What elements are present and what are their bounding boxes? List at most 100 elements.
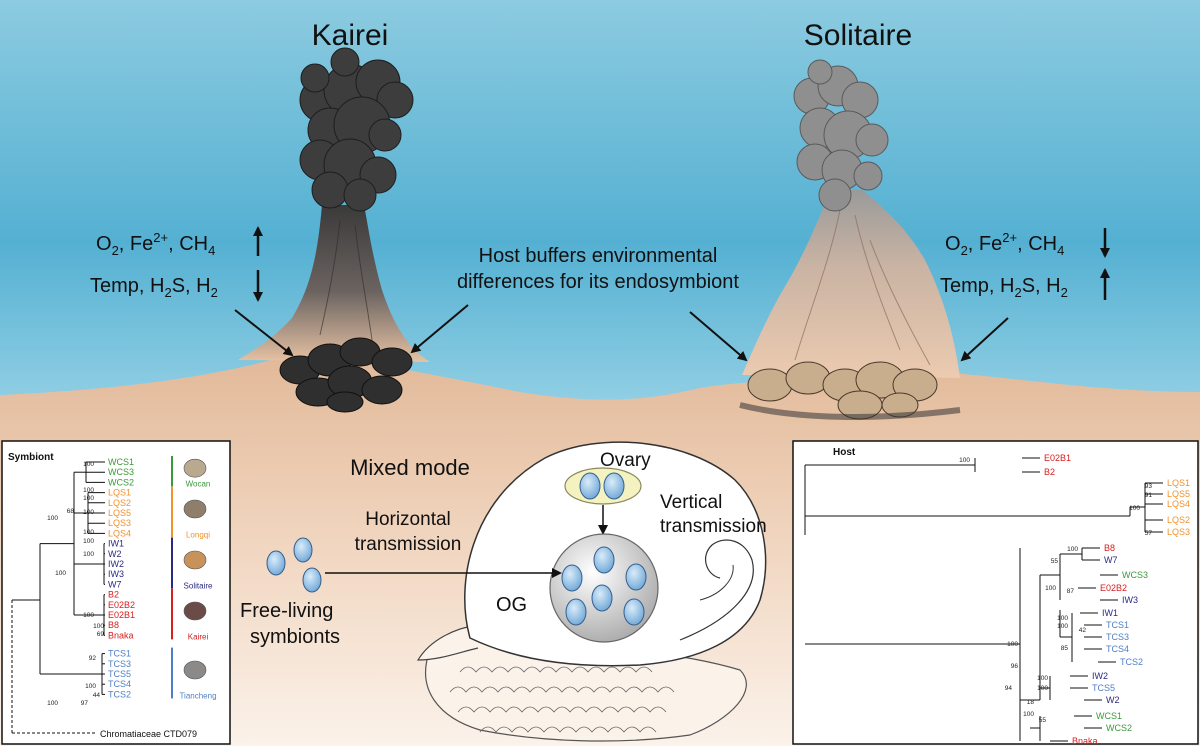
- specimen-thumbnail: [183, 458, 207, 478]
- support-value: 100: [85, 683, 96, 690]
- free-living-label-1: Free-living: [240, 600, 333, 622]
- tip-label: Bnaka: [108, 630, 134, 640]
- tip-label: E02B2: [1100, 583, 1127, 593]
- og-label: OG: [496, 594, 527, 616]
- tip-label: W2: [1106, 695, 1120, 705]
- support-value: 100: [83, 495, 94, 502]
- tip-label: WCS1: [108, 457, 134, 467]
- specimen-thumbnail: [183, 550, 207, 570]
- support-value: 91: [1145, 492, 1153, 499]
- support-value: 18: [1027, 699, 1035, 706]
- support-value: 100: [47, 700, 58, 707]
- tip-label: IW3: [108, 569, 124, 579]
- tip-label: LQS3: [108, 518, 131, 528]
- tip-label: E02B2: [108, 600, 135, 610]
- solitaire-grey-smoke: [793, 59, 889, 212]
- symbiont-tree-title: Symbiont: [8, 452, 54, 463]
- support-value: 100: [83, 551, 94, 558]
- host-tree-title: Host: [833, 447, 856, 458]
- solitaire-vent: [739, 59, 961, 420]
- support-value: 100: [83, 487, 94, 494]
- mixed-mode-title: Mixed mode: [350, 455, 470, 480]
- support-value: 100: [1067, 546, 1078, 553]
- support-value: 100: [83, 509, 94, 516]
- support-value: 93: [1145, 483, 1153, 490]
- pointer-arrow-kairei-right: [410, 304, 469, 354]
- ovary-symbiont-1: [579, 472, 601, 500]
- ovary: [564, 467, 642, 505]
- og-symbionts: [561, 546, 647, 626]
- tip-label: TCS2: [1120, 657, 1143, 667]
- clade-label: Kairei: [188, 632, 209, 641]
- tip-label: TCS1: [1106, 620, 1129, 630]
- free-living-symbionts: [266, 537, 322, 593]
- ovary-symbiont-2: [603, 472, 625, 500]
- specimen-thumbnail: [183, 601, 207, 621]
- tip-label: WCS2: [1106, 723, 1132, 733]
- tip-label: LQS1: [1167, 478, 1190, 488]
- tip-label: TCS5: [1092, 683, 1115, 693]
- solitaire-chemistry-line2: Temp, H2S, H2: [940, 275, 1068, 300]
- tip-label: LQS2: [1167, 515, 1190, 525]
- support-value: 100: [93, 623, 104, 630]
- support-value: 42: [1079, 627, 1087, 634]
- kairei-chemistry-line1: O2, Fe2+, CH4: [96, 230, 215, 258]
- tip-label: W2: [108, 549, 122, 559]
- tip-label: B8: [108, 620, 119, 630]
- tip-label: W7: [108, 579, 122, 589]
- tip-label: IW1: [1102, 608, 1118, 618]
- vertical-label-1: Vertical: [660, 492, 722, 513]
- support-value: 100: [1045, 585, 1056, 592]
- support-value: 100: [83, 461, 94, 468]
- clade-label: Tiancheng: [179, 691, 216, 700]
- host-buffer-line2: differences for its endosymbiont: [457, 271, 739, 293]
- vertical-label-2: transmission: [660, 516, 767, 537]
- tip-label: TCS4: [108, 679, 131, 689]
- tip-label: E02B1: [108, 610, 135, 620]
- support-value: 96: [1011, 663, 1019, 670]
- clade-label: Wocan: [186, 479, 211, 488]
- ovary-label: Ovary: [600, 450, 651, 471]
- solitaire-snail-cluster: [747, 361, 938, 420]
- host-phylogeny: E02B1B2LQS1LQS5LQS4LQS2LQS3B8W7WCS3E02B2…: [804, 453, 1190, 746]
- tip-label: WCS2: [108, 477, 134, 487]
- support-value: 100: [959, 457, 970, 464]
- tip-label: LQS1: [108, 488, 131, 498]
- horizontal-label-2: transmission: [355, 534, 462, 555]
- support-value: 87: [1067, 588, 1075, 595]
- tip-label: TCS2: [108, 689, 131, 699]
- support-value: 55: [1039, 717, 1047, 724]
- support-value: 100: [83, 538, 94, 545]
- tip-label: LQS5: [1167, 489, 1190, 499]
- host-tree-panel: [792, 440, 1199, 745]
- tip-label: LQS4: [108, 528, 131, 538]
- tip-label: WCS3: [1122, 570, 1148, 580]
- kairei-snail-cluster: [279, 337, 413, 413]
- support-value: 100: [1037, 675, 1048, 682]
- tip-label: B2: [108, 590, 119, 600]
- seawater-background: [0, 0, 1200, 440]
- pointer-arrow-solitaire-left: [689, 311, 748, 362]
- tip-label: LQS2: [108, 498, 131, 508]
- tip-label: IW3: [1122, 595, 1138, 605]
- kairei-vent: [238, 47, 430, 413]
- free-living-label-2: symbionts: [250, 626, 340, 648]
- support-value: 57: [1145, 530, 1153, 537]
- tip-label: TCS4: [1106, 644, 1129, 654]
- tip-label: IW2: [108, 559, 124, 569]
- support-value: 85: [1061, 645, 1069, 652]
- support-value: 68: [67, 508, 75, 515]
- tip-label: B2: [1044, 467, 1055, 477]
- support-value: 100: [1057, 623, 1068, 630]
- tip-label: LQS5: [108, 508, 131, 518]
- tip-label: WCS1: [1096, 711, 1122, 721]
- support-value: 55: [1051, 558, 1059, 565]
- tip-label: W7: [1104, 555, 1118, 565]
- support-value: 97: [81, 700, 89, 707]
- support-value: 100: [47, 515, 58, 522]
- pointer-arrow-kairei-left: [234, 309, 294, 357]
- tip-label: TCS3: [108, 659, 131, 669]
- solitaire-title: Solitaire: [804, 19, 912, 52]
